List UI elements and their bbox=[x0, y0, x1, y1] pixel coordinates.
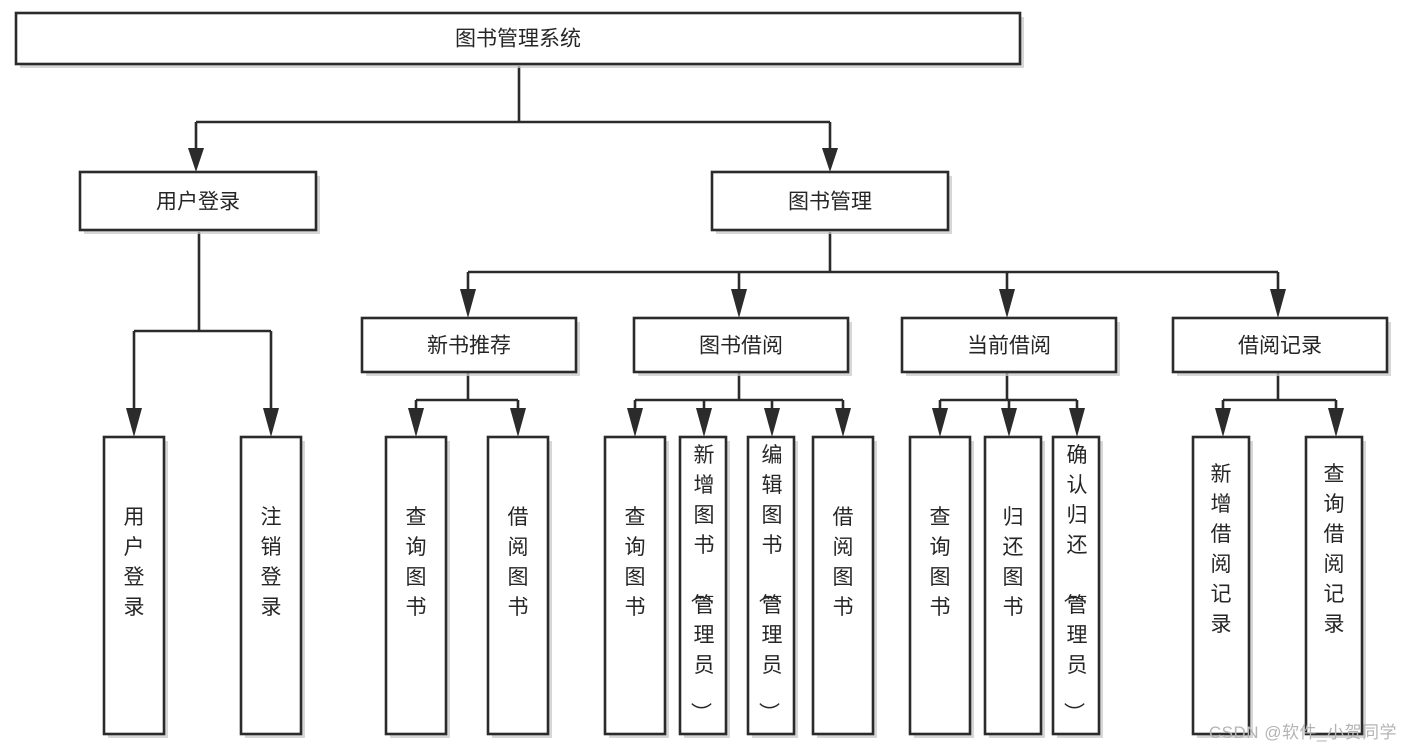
leaf-return-book-label: 归还图书 bbox=[1003, 506, 1024, 619]
root-label: 图书管理系统 bbox=[455, 28, 581, 51]
node-leaf-query-book-1[interactable]: 查询图书 bbox=[384, 435, 450, 738]
leaf-query-book-2-label: 查询图书 bbox=[625, 506, 646, 619]
arrowhead-leaf-return-book bbox=[1001, 408, 1017, 437]
node-leaf-edit-book[interactable]: 编辑图书（管理员） bbox=[746, 435, 798, 738]
nbr-label: 新书推荐 bbox=[427, 335, 511, 358]
node-leaf-confirm-return[interactable]: 确认归还（管理员） bbox=[1051, 435, 1103, 738]
node-book-manage[interactable]: 图书管理 bbox=[710, 170, 952, 234]
node-user-login[interactable]: 用户登录 bbox=[78, 170, 320, 234]
leaf-confirm-return-label: 确认归还（管理员） bbox=[1062, 444, 1088, 723]
edge-layer bbox=[132, 66, 1338, 408]
leaf-edit-book-box bbox=[746, 435, 796, 736]
arrowhead-leaf-borrow-book-2 bbox=[835, 408, 851, 437]
arrowhead-leaf-add-record bbox=[1215, 408, 1231, 437]
leaf-user-login-label: 用户登录 bbox=[124, 506, 145, 619]
leaf-edit-book-label: 编辑图书（管理员） bbox=[757, 444, 783, 723]
book-manage-label: 图书管理 bbox=[788, 191, 872, 214]
arrowhead-leaf-query-book-3 bbox=[932, 408, 948, 437]
leaf-borrow-book-2-label: 借阅图书 bbox=[833, 506, 854, 619]
leaf-borrow-book-1-label: 借阅图书 bbox=[508, 506, 529, 619]
leaf-add-record-box bbox=[1191, 435, 1251, 736]
leaf-user-logout-label: 注销登录 bbox=[261, 506, 282, 619]
arrowhead-leaf-borrow-book-1 bbox=[510, 408, 526, 437]
node-current-borrow[interactable]: 当前借阅 bbox=[900, 316, 1120, 376]
arrowhead-leaf-query-book-2 bbox=[627, 408, 643, 437]
node-leaf-borrow-book-1[interactable]: 借阅图书 bbox=[486, 435, 552, 738]
arrowhead-book-borrow bbox=[731, 289, 747, 318]
node-book-borrow[interactable]: 图书借阅 bbox=[632, 316, 852, 376]
node-leaf-user-logout[interactable]: 注销登录 bbox=[239, 435, 305, 738]
arrowhead-user-login bbox=[188, 148, 204, 172]
leaf-query-record-box bbox=[1304, 435, 1364, 736]
leaf-query-book-1-box bbox=[384, 435, 448, 736]
node-leaf-query-book-2[interactable]: 查询图书 bbox=[603, 435, 669, 738]
user-login-box bbox=[78, 170, 318, 232]
book-manage-box bbox=[710, 170, 950, 232]
arrowhead-current-borrow bbox=[999, 289, 1015, 318]
leaf-add-book-box bbox=[678, 435, 728, 736]
bb-box bbox=[632, 316, 850, 374]
br-label: 借阅记录 bbox=[1238, 335, 1322, 358]
leaf-query-record-label: 查询借阅记录 bbox=[1324, 463, 1345, 636]
arrowhead-leaf-edit-book bbox=[764, 408, 780, 437]
cb-box bbox=[900, 316, 1118, 374]
node-leaf-add-record[interactable]: 新增借阅记录 bbox=[1191, 435, 1253, 738]
arrowhead-leaf-query-book-1 bbox=[408, 408, 424, 437]
nbr-box bbox=[360, 316, 578, 374]
leaf-query-book-1-label: 查询图书 bbox=[406, 506, 427, 619]
leaf-query-book-2-box bbox=[603, 435, 667, 736]
arrowhead-leaf-confirm-return bbox=[1069, 408, 1085, 437]
leaf-add-book-label: 新增图书（管理员） bbox=[689, 444, 715, 723]
bb-label: 图书借阅 bbox=[699, 335, 783, 358]
node-new-book-recommend[interactable]: 新书推荐 bbox=[360, 316, 580, 376]
node-leaf-query-book-3[interactable]: 查询图书 bbox=[908, 435, 974, 738]
leaf-confirm-return-box bbox=[1051, 435, 1101, 736]
leaf-return-book-box bbox=[983, 435, 1043, 736]
leaf-user-logout-box bbox=[239, 435, 303, 736]
csdn-watermark: CSDN @软件_小贺同学 bbox=[1208, 723, 1397, 742]
node-leaf-add-book[interactable]: 新增图书（管理员） bbox=[678, 435, 730, 738]
leaf-query-book-3-box bbox=[908, 435, 972, 736]
node-leaf-return-book[interactable]: 归还图书 bbox=[983, 435, 1045, 738]
leaf-borrow-book-2-box bbox=[811, 435, 875, 736]
user-login-label: 用户登录 bbox=[156, 191, 240, 214]
cb-label: 当前借阅 bbox=[967, 335, 1051, 358]
node-leaf-borrow-book-2[interactable]: 借阅图书 bbox=[811, 435, 877, 738]
arrowhead-leaf-user-login bbox=[126, 408, 142, 437]
leaf-user-login-box bbox=[102, 435, 166, 736]
node-leaf-query-record[interactable]: 查询借阅记录 bbox=[1304, 435, 1366, 738]
node-leaf-user-login[interactable]: 用户登录 bbox=[102, 435, 168, 738]
root-box bbox=[14, 11, 1022, 66]
node-borrow-record[interactable]: 借阅记录 bbox=[1171, 316, 1391, 376]
leaf-borrow-book-1-box bbox=[486, 435, 550, 736]
arrowhead-leaf-query-record bbox=[1328, 408, 1344, 437]
arrowhead-book-manage bbox=[822, 148, 838, 172]
arrowhead-leaf-add-book bbox=[696, 408, 712, 437]
node-root[interactable]: 图书管理系统 bbox=[14, 11, 1024, 68]
arrowhead-new-book-recommend bbox=[460, 289, 476, 318]
arrowhead-leaf-user-logout bbox=[263, 408, 279, 437]
leaf-query-book-3-label: 查询图书 bbox=[930, 506, 951, 619]
arrowhead-borrow-record bbox=[1270, 289, 1286, 318]
leaf-add-record-label: 新增借阅记录 bbox=[1211, 463, 1232, 636]
arrowhead-layer bbox=[126, 148, 1344, 437]
br-box bbox=[1171, 316, 1389, 374]
